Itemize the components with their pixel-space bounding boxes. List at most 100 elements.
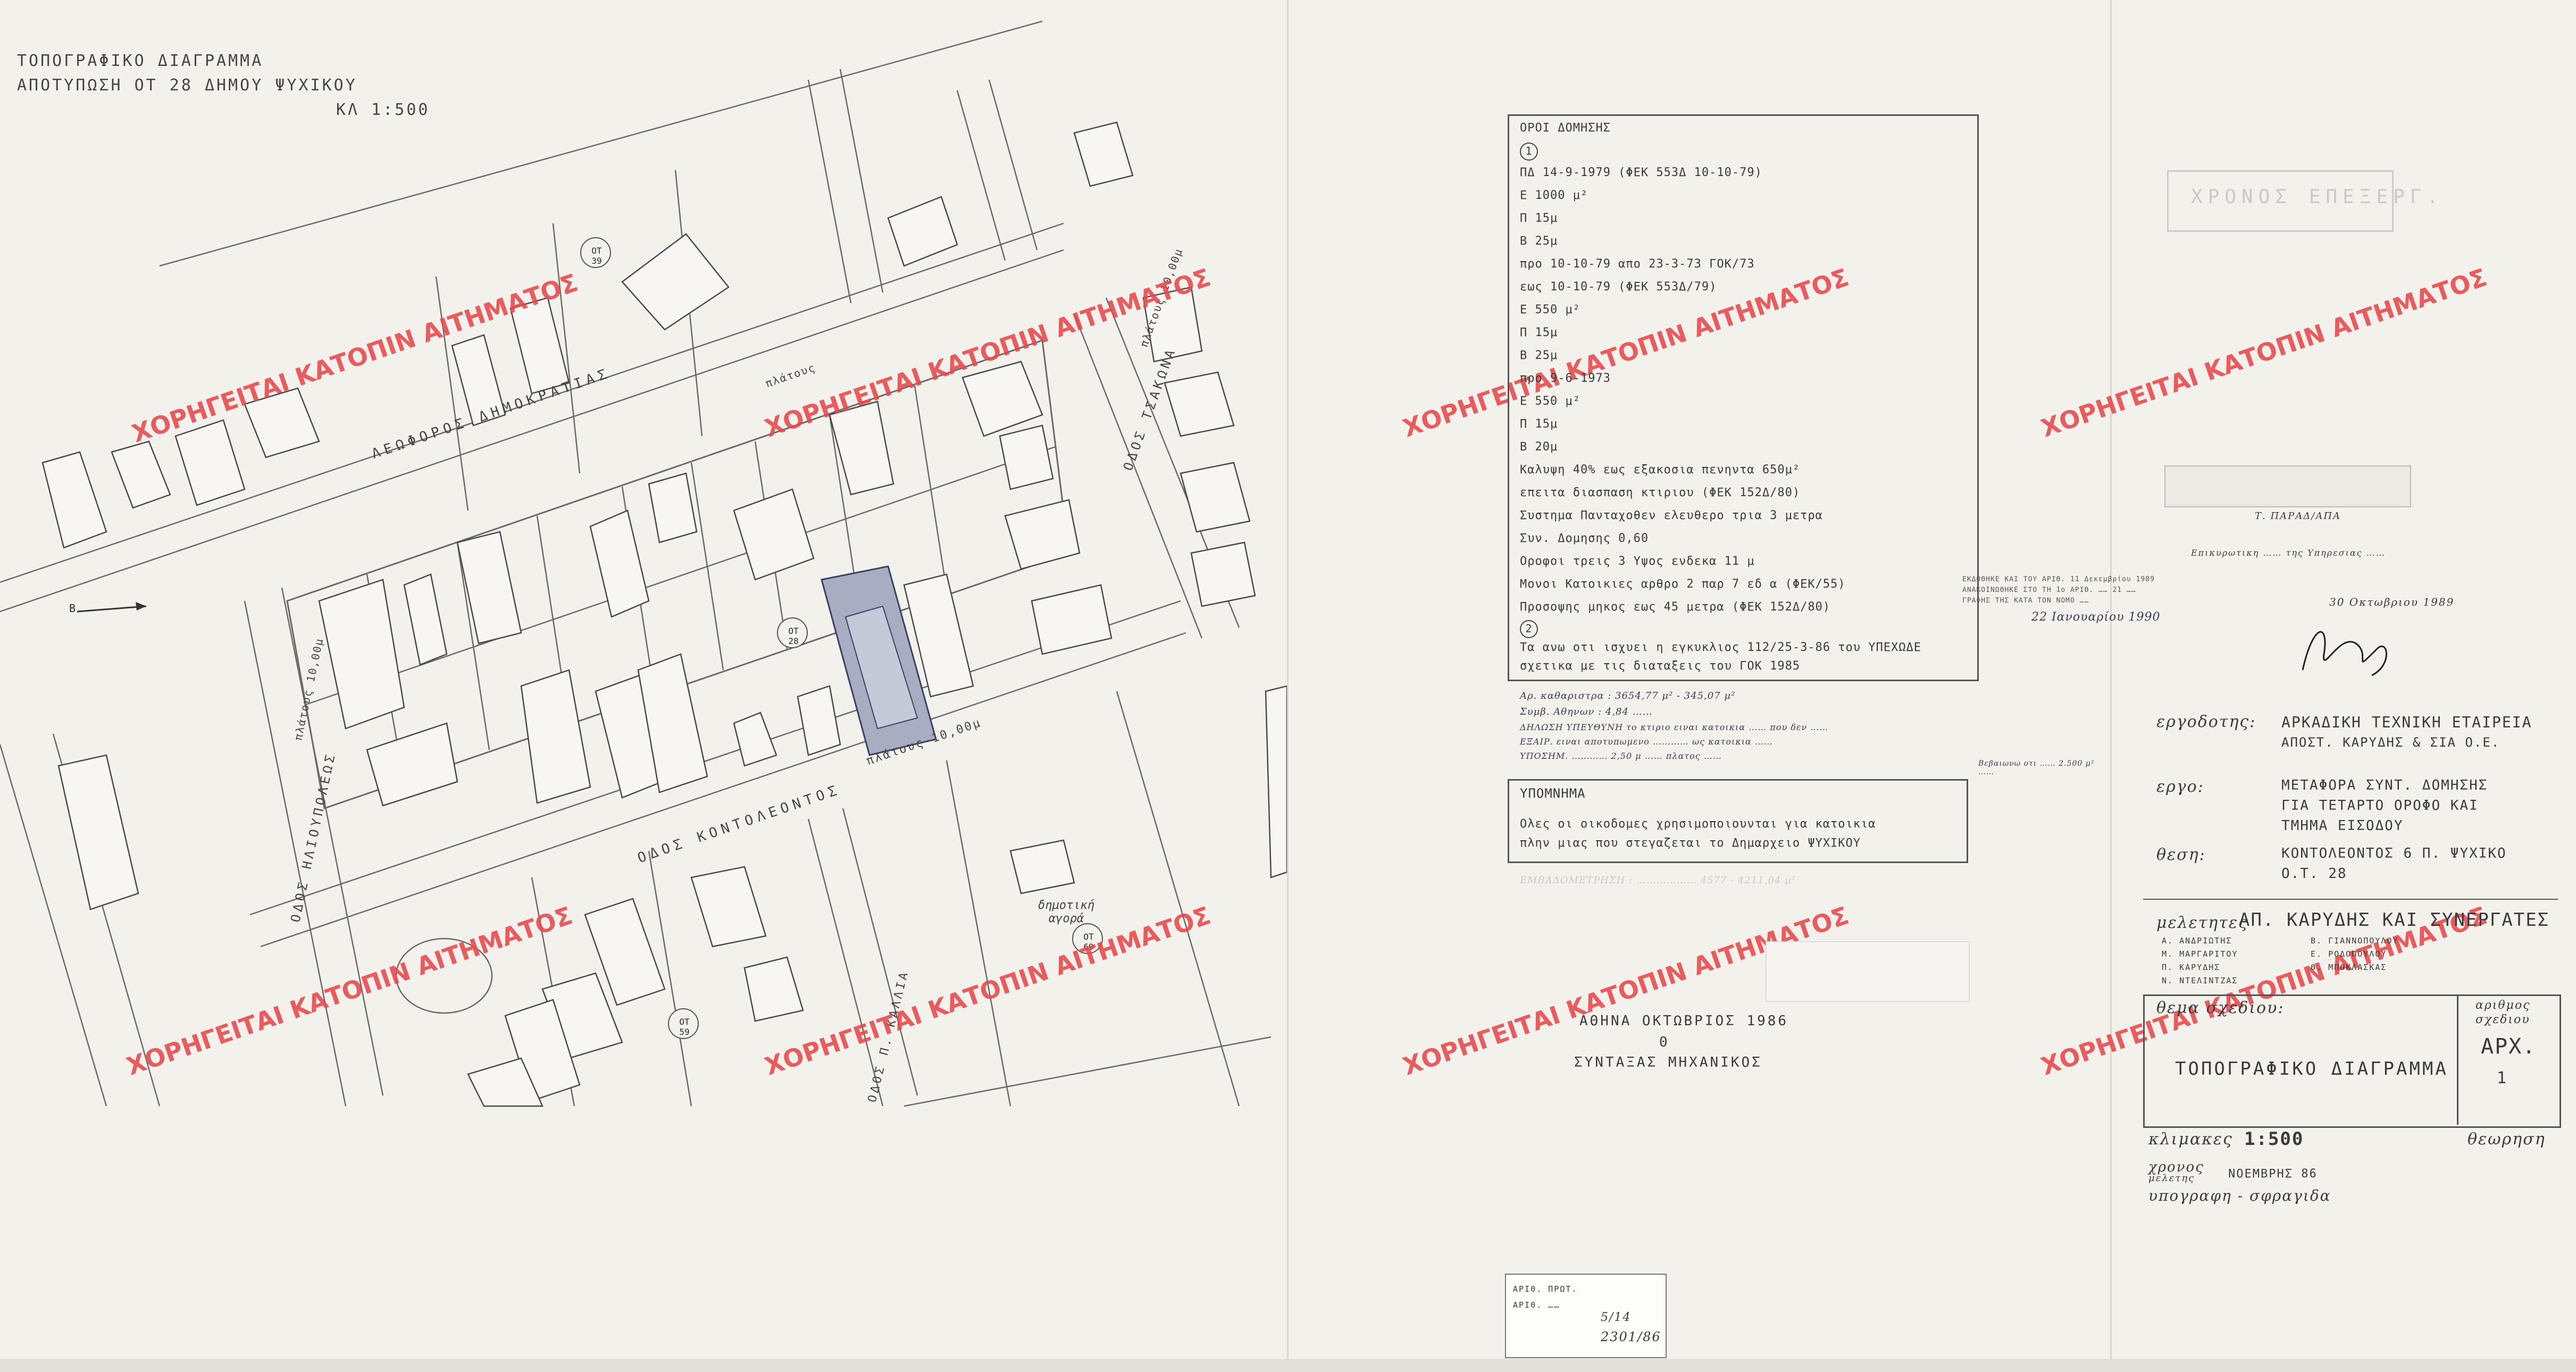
building xyxy=(999,424,1054,490)
street-edge-kontoleontos-2 xyxy=(249,600,1181,916)
scales-label: κλιμακες xyxy=(2148,1130,2233,1149)
building xyxy=(456,531,522,645)
project-value-2: ΓΙΑ ΤΕΤΑΡΤΟ ΟΡΟΦΟ ΚΑΙ xyxy=(2281,798,2479,814)
block-label-ot59: ΟΤ 59 xyxy=(679,1017,690,1037)
building xyxy=(467,1057,543,1107)
building xyxy=(1265,685,1287,879)
agora-label: δημοτική αγορά xyxy=(1038,899,1094,925)
building xyxy=(41,451,107,549)
terms-line: Π 15μ xyxy=(1520,212,1558,225)
roundabout xyxy=(395,938,493,1014)
terms-line: Καλυψη 40% εως εξακοσια πενηντα 650μ² xyxy=(1520,463,1801,476)
building xyxy=(1180,462,1251,533)
building xyxy=(829,400,894,496)
building xyxy=(1073,121,1134,187)
faint-header-box xyxy=(2167,170,2394,232)
faint-area-line: ΕΜΒΑΔΟΜΕΤΡΗΣΗ : ……………… 4577 - 4211,04 μ² xyxy=(1520,875,1796,886)
map-scale: ΚΛ 1:500 xyxy=(336,101,430,119)
drawing-number-divider xyxy=(2457,994,2458,1125)
block-marker-ot39 xyxy=(580,237,611,268)
parcel-line xyxy=(1116,691,1240,1107)
sheet-bottom-strip xyxy=(0,1359,2576,1372)
street-edge-kallia-1 xyxy=(807,818,884,1107)
drawing-number-1: ΑΡΧ. xyxy=(2481,1034,2537,1059)
faint-stamp xyxy=(1766,941,1970,1002)
building xyxy=(648,472,698,543)
hand-note: ΔΗΛΩΣΗ ΥΠΕΥΘΥΝΗ το κτιριο ειναι κατοικια… xyxy=(1520,722,1829,732)
approval-date: 30 Οκτωβριου 1989 xyxy=(2329,596,2455,608)
signature-label: υπογραφη - σφραγιδα xyxy=(2148,1187,2331,1204)
project-value-3: ΤΜΗΜΑ ΕΙΣΟΔΟΥ xyxy=(2281,818,2404,834)
drawing-subject: ΤΟΠΟΓΡΑΦΙΚΟ ΔΙΑΓΡΑΜΜΑ xyxy=(2175,1058,2448,1080)
street-edge-kallia-2 xyxy=(842,808,918,1096)
street-edge-north-4 xyxy=(956,90,1006,261)
parcel-line xyxy=(552,223,581,474)
employer-value-1: ΑΡΚΑΔΙΚΗ ΤΕΧΝΙΚΗ ΕΤΑΙΡΕΙΑ xyxy=(2281,714,2532,731)
building xyxy=(57,754,139,910)
time-value: ΝΟΕΜΒΡΗΣ 86 xyxy=(2228,1167,2318,1181)
street-edge-ilioupoleos-2 xyxy=(281,587,384,1096)
block-label-ot28: ΟΤ 28 xyxy=(788,626,799,646)
block-marker-ot69 xyxy=(1072,923,1103,954)
parcel-line xyxy=(904,1036,1272,1107)
terms-line: εως 10-10-79 (ΦΕΚ 553Δ/79) xyxy=(1520,280,1717,294)
scales-value: 1:500 xyxy=(2244,1128,2304,1150)
building xyxy=(403,573,448,666)
terms-line: Β 25μ xyxy=(1520,235,1558,248)
terms-line: Β 20μ xyxy=(1520,440,1558,454)
bottom-registry-stamp xyxy=(1505,1274,1667,1358)
building xyxy=(244,387,320,458)
terms-line: προ 9-6-1973 xyxy=(1520,372,1611,385)
north-arrow xyxy=(77,605,147,613)
issue-stamp-line-2: ΑΝΑΚΟΙΝΩΘΗΚΕ ΣΤΟ ΤΗ 1ο ΑΡΙΘ. …… 21 …… xyxy=(1962,586,2136,594)
terms-circular-note-1: Τα ανω οτι ισχυει η εγκυκλιος 112/25-3-8… xyxy=(1520,641,1921,654)
building xyxy=(589,509,650,618)
project-label: εργο: xyxy=(2156,777,2204,796)
hand-note: Συμβ. Αθηνων : 4,84 …… xyxy=(1520,706,1653,717)
terms-line: Ε 550 μ² xyxy=(1520,303,1580,316)
terms-line: Οροφοι τρεις 3 Υψος ενδεκα 11 μ xyxy=(1520,555,1755,568)
approval-note-1: Τ. ΠΑΡΑΔ/ΑΠΑ xyxy=(2255,511,2341,522)
terms-line: επειτα διασπαση κτιριου (ΦΕΚ 152Δ/80) xyxy=(1520,486,1801,499)
building-terms-box xyxy=(1508,114,1979,681)
building xyxy=(1142,286,1203,363)
building xyxy=(1004,499,1081,570)
drawing-subject-box xyxy=(2143,994,2561,1128)
street-edge-north-2 xyxy=(839,69,884,293)
issue-stamp-line-3: ΓΡΑΦΗΣ ΤΗΣ ΚΑΤΑ ΤΟΝ ΝΟΜΟ …… xyxy=(1962,597,2089,605)
studies-label: μελετητες xyxy=(2156,914,2248,932)
building xyxy=(1190,541,1256,607)
parcel-line xyxy=(914,385,948,591)
issue-stamp-line-1: ΕΚΔΟΘΗΚΕ ΚΑΙ ΤΟΥ ΑΡΙΘ. 11 Δεκεμβρίου 198… xyxy=(1962,575,2155,583)
building xyxy=(174,419,246,506)
terms-line: Π 15μ xyxy=(1520,417,1558,431)
terms-line: Προσοψης μηκος εως 45 μετρα (ΦΕΚ 152Δ/80… xyxy=(1520,600,1831,614)
section-rule xyxy=(2143,899,2558,900)
terms-line: Β 25μ xyxy=(1520,349,1558,362)
terms-line: Συν. Δομησης 0,60 xyxy=(1520,532,1649,545)
hand-note: ΕΞΑΙΡ. ειναι αποτυπωμενο ………… ως κατοικι… xyxy=(1520,737,1773,747)
north-label: B xyxy=(69,602,76,615)
legend-box xyxy=(1508,779,1968,863)
map-title-line-2: ΑΠΟΤΥΠΩΣΗ ΟΤ 28 ΔΗΜΟΥ ΨΥΧΙΚΟΥ xyxy=(17,76,357,95)
building xyxy=(318,579,405,730)
team-member: Ν. ΝΤΕΛΙΝΤΖΑΣ xyxy=(2162,976,2238,985)
street-edge-north-1 xyxy=(807,79,852,304)
legend-title: ΥΠΟΜΝΗΜΑ xyxy=(1520,786,1586,801)
building xyxy=(111,440,171,509)
team-member: Β. ΓΙΑΝΝΟΠΟΥΛΟΥ xyxy=(2311,936,2399,946)
block-marker-ot28 xyxy=(777,617,808,648)
building xyxy=(1031,584,1113,655)
north-arrow-head xyxy=(136,602,146,610)
terms-line: Π 15μ xyxy=(1520,326,1558,339)
street-edge-dimokratias-2 xyxy=(0,222,1064,583)
building xyxy=(1009,839,1075,894)
building xyxy=(733,488,815,581)
street-edge-north-3 xyxy=(988,79,1038,250)
terms-circular-note-2: σχετικα με τις διαταξεις του ΓΟΚ 1985 xyxy=(1520,659,1801,673)
revision-label: θεωρηση xyxy=(2468,1130,2546,1149)
bottom-stamp-line-4: 2301/86 xyxy=(1601,1329,1661,1344)
issue-stamp-date: 22 Ιανουαρίου 1990 xyxy=(2031,610,2161,624)
block-label-ot39: ΟΤ 39 xyxy=(591,246,602,266)
sheet-fold-2 xyxy=(2110,0,2112,1372)
